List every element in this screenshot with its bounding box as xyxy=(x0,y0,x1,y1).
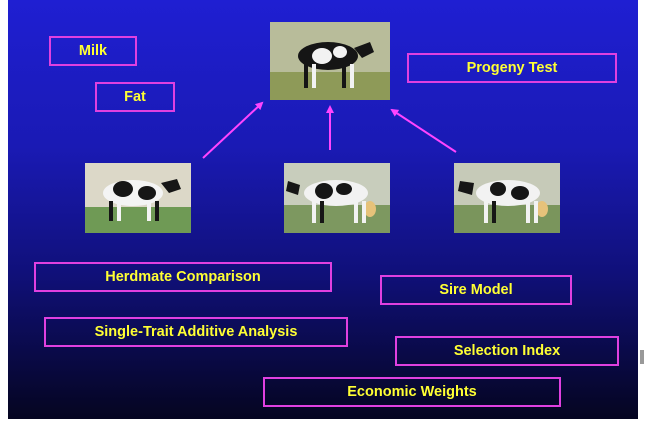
herdmate-comparison-label: Herdmate Comparison xyxy=(34,262,332,292)
arrow-right xyxy=(390,108,457,153)
fat-label: Fat xyxy=(95,82,175,112)
progeny-test-label: Progeny Test xyxy=(407,53,617,83)
selection-index-label: Selection Index xyxy=(395,336,619,366)
slide: Milk Fat Progeny Test Herdmate Compariso… xyxy=(8,0,638,419)
daughter-photo-left xyxy=(85,163,191,233)
arrow-left xyxy=(202,101,264,159)
sire-model-label: Sire Model xyxy=(380,275,572,305)
milk-label: Milk xyxy=(49,36,137,66)
sire-photo xyxy=(270,22,390,100)
edge-mark xyxy=(640,350,644,364)
daughter-photo-right xyxy=(454,163,560,233)
economic-weights-label: Economic Weights xyxy=(263,377,561,407)
daughter-photo-center xyxy=(284,163,390,233)
single-trait-analysis-label: Single-Trait Additive Analysis xyxy=(44,317,348,347)
